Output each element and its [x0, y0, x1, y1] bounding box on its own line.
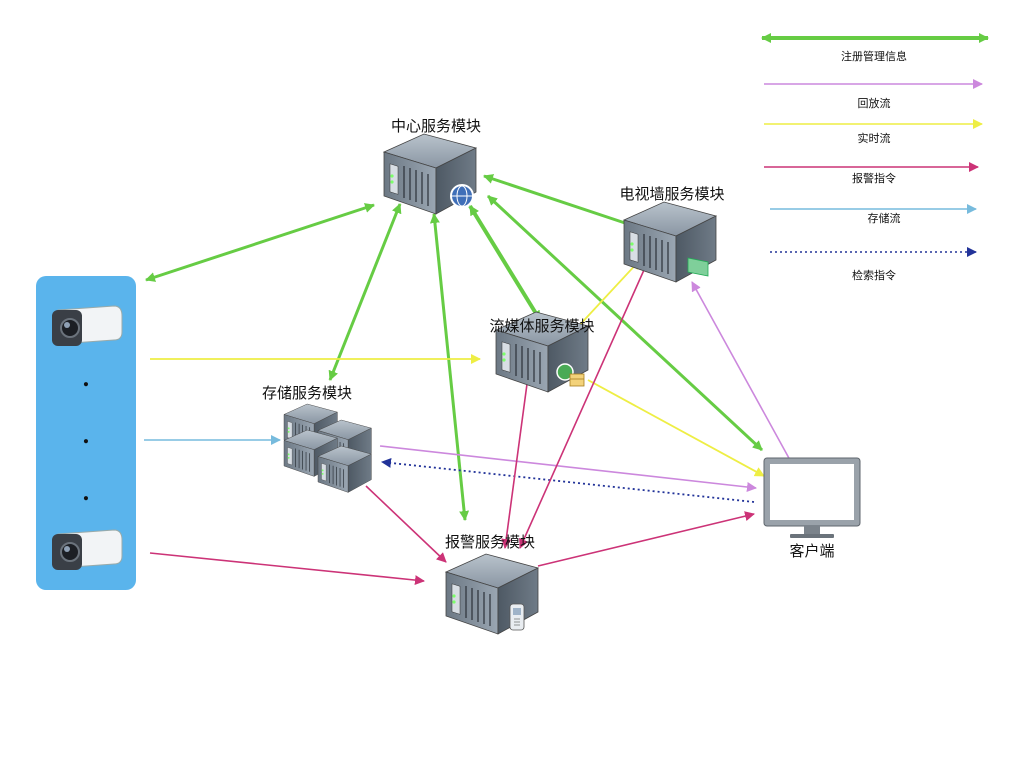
tvwall-service-label: 电视墙服务模块	[619, 185, 724, 203]
alarm-service-label: 报警服务模块	[445, 533, 535, 551]
card-icon	[687, 257, 709, 277]
link-media-client-realtime	[587, 379, 765, 477]
link-media-tvwall-realtime	[574, 259, 641, 331]
legend-label-playback: 回放流	[858, 96, 891, 110]
connections	[144, 174, 791, 586]
legend-item-storage: 存储流	[770, 204, 977, 225]
link-center-client	[486, 194, 764, 452]
camera-ellipsis-dot: .	[82, 423, 90, 449]
link-cameras-alarm	[149, 552, 425, 586]
globe-icon	[556, 363, 574, 381]
camera-panel: . . .	[36, 276, 136, 590]
legend-item-search: 检索指令	[770, 247, 977, 282]
bullet-camera-icon	[52, 529, 123, 570]
camera-ellipsis-dot: .	[82, 480, 90, 506]
tvwall-service-node: 电视墙服务模块	[619, 185, 725, 283]
media-service-label: 流媒体服务模块	[489, 317, 594, 335]
legend-label-search: 检索指令	[852, 268, 896, 282]
link-center-storage	[328, 203, 402, 381]
center-service-node: 中心服务模块	[383, 117, 481, 215]
globe-icon	[450, 184, 474, 208]
alarm-service-node: 报警服务模块	[445, 533, 539, 635]
link-center-tvwall	[483, 174, 635, 228]
monitor-icon	[763, 457, 861, 538]
phone-icon	[509, 603, 525, 631]
link-storage-alarm	[365, 485, 447, 563]
bullet-camera-icon	[52, 305, 123, 346]
package-icon	[569, 373, 585, 387]
legend-label-storage: 存储流	[868, 211, 901, 225]
legend-item-playback: 回放流	[764, 79, 983, 110]
client-label: 客户端	[789, 542, 834, 560]
link-tvwall-alarm	[519, 251, 653, 549]
media-service-node: 流媒体服务模块	[489, 311, 595, 393]
legend-label-realtime: 实时流	[858, 131, 891, 145]
link-client-tvwall-playback	[691, 281, 791, 461]
client-node: 客户端	[763, 457, 861, 560]
link-client-storage-search	[381, 457, 755, 503]
legend-label-register: 注册管理信息	[841, 49, 907, 63]
camera-ellipsis-dot: .	[82, 366, 90, 392]
link-media-alarm	[501, 383, 528, 549]
storage-service-label: 存储服务模块	[262, 384, 352, 402]
link-cameras-center	[145, 203, 375, 282]
link-center-alarm	[429, 213, 470, 521]
legend-item-alarm: 报警指令	[764, 162, 979, 185]
center-service-label: 中心服务模块	[391, 117, 481, 135]
link-alarm-client	[537, 511, 755, 567]
storage-service-node: 存储服务模块	[262, 384, 372, 493]
legend-label-alarm: 报警指令	[852, 171, 896, 185]
link-center-media	[468, 204, 542, 322]
legend: 注册管理信息 回放流 实时流 报警指令 存储流 检索指令	[761, 33, 989, 282]
legend-item-register: 注册管理信息	[761, 33, 989, 63]
rack-server-icon	[317, 445, 372, 493]
legend-item-realtime: 实时流	[764, 119, 983, 145]
link-storage-client-playback	[379, 445, 757, 492]
camera-panel-bg	[36, 276, 136, 590]
